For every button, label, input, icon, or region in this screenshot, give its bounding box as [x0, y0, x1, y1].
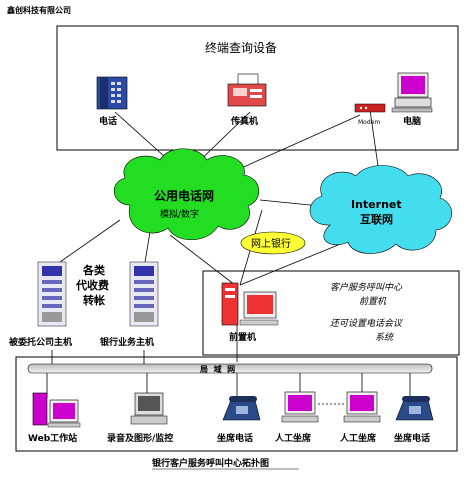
pstn-title: 公用电话网 — [154, 188, 214, 203]
bank-host-server-icon — [129, 261, 159, 327]
agent-phone-1-icon — [222, 396, 261, 421]
diagram-caption: 银行客户服务呼叫中心拓扑图 — [152, 457, 269, 469]
lan-bus — [27, 363, 433, 374]
fax-icon — [227, 73, 267, 107]
modem-icon — [354, 103, 386, 113]
side-label-line1: 各类 — [82, 263, 106, 277]
terminal-box-title: 终端查询设备 — [205, 40, 277, 55]
call-center-box — [202, 270, 460, 356]
lan-bus-label: 局 域 网 — [199, 364, 235, 374]
recording-label: 录音及图形/监控 — [107, 432, 173, 444]
computer-label: 电脑 — [403, 115, 421, 127]
internet-subtitle: 互联网 — [360, 212, 393, 226]
recording-pc-icon — [130, 392, 168, 425]
call-center-note2-line2: 系统 — [375, 332, 395, 343]
pstn-subtitle: 模拟/数字 — [160, 208, 199, 220]
front-machine-icon — [221, 282, 279, 326]
bank-host-server-label: 银行业务主机 — [100, 336, 154, 348]
computer-icon — [391, 72, 433, 113]
modem-label: Modem — [358, 119, 380, 126]
call-center-note1-line2: 前置机 — [359, 296, 387, 307]
agent-phone-2-label: 坐席电话 — [394, 432, 430, 444]
company-label: 鑫创科技有限公司 — [6, 5, 71, 15]
agent-phone-1-label: 坐席电话 — [217, 432, 253, 444]
side-label-line2: 代收费 — [75, 278, 109, 292]
entrusted-server-icon — [37, 261, 67, 327]
web-workstation-icon — [32, 392, 81, 428]
call-center-note2-line1: 还可设置电话会议 — [330, 318, 403, 329]
internet-cloud — [309, 165, 452, 254]
manual-agent-1-label: 人工坐席 — [274, 432, 311, 444]
front-machine-label: 前置机 — [229, 331, 256, 343]
pstn-cloud — [114, 148, 260, 240]
manual-agent-2-label: 人工坐席 — [339, 432, 376, 444]
online-bank-ellipse — [240, 231, 306, 255]
agent-phone-2-icon — [395, 396, 434, 421]
terminal-box — [56, 25, 459, 151]
phone-icon — [96, 76, 128, 110]
lan-box — [15, 356, 458, 452]
side-label-line3: 转帐 — [83, 293, 105, 307]
internet-title: Internet — [351, 198, 402, 211]
manual-agent-2-icon — [343, 391, 381, 423]
online-bank-label: 网上银行 — [251, 237, 291, 250]
call-center-note1-line1: 客户服务呼叫中心 — [330, 282, 403, 293]
web-workstation-label: Web工作站 — [28, 432, 77, 444]
fax-label: 传真机 — [230, 115, 258, 127]
phone-label: 电话 — [99, 115, 117, 127]
entrusted-server-label: 被委托公司主机 — [9, 336, 72, 348]
manual-agent-1-icon — [281, 391, 319, 423]
